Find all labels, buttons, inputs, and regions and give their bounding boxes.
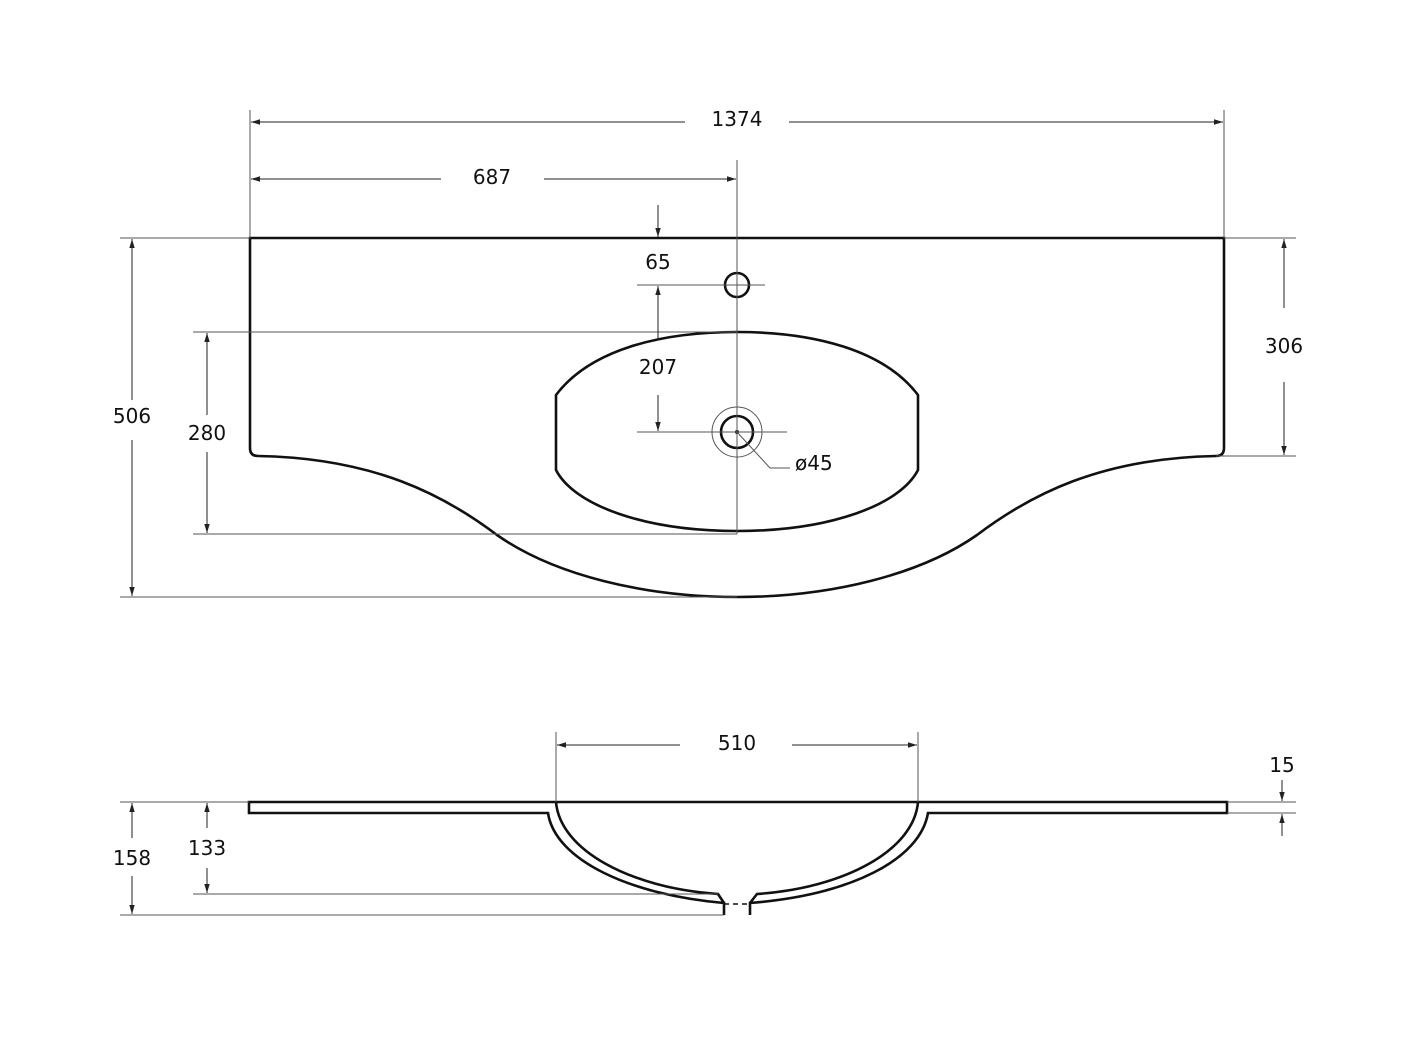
dim-overall-width: 1374 [712, 107, 763, 131]
dim-total-height: 158 [113, 846, 151, 870]
dim-overall-depth: 506 [113, 404, 151, 428]
dim-side-depth: 306 [1265, 334, 1303, 358]
dim-slab-thickness: 15 [1269, 753, 1294, 777]
side-view: 510 15 158 133 [113, 731, 1296, 916]
dim-bowl-height: 133 [188, 836, 226, 860]
dim-drain-diameter: ø45 [795, 451, 833, 475]
top-view: 1374 687 65 207 506 280 306 ø45 [113, 107, 1303, 599]
drain-leader-line [736, 431, 790, 469]
dim-bowl-width: 510 [718, 731, 756, 755]
side-inner-outline [554, 801, 920, 904]
bowl-outline [554, 330, 920, 533]
side-outer-outline [247, 800, 1229, 915]
countertop-outline [248, 236, 1226, 599]
dim-tap-to-drain: 207 [639, 355, 677, 379]
dim-tap-offset: 65 [645, 250, 670, 274]
dim-half-width: 687 [473, 165, 511, 189]
dim-bowl-depth: 280 [188, 421, 226, 445]
